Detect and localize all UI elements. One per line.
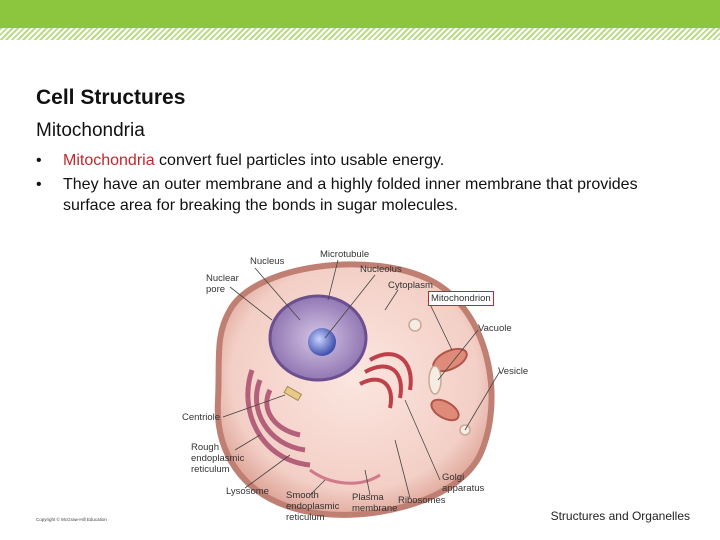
bullet-highlight-term: Mitochondria xyxy=(63,152,155,169)
rough-er-shape xyxy=(245,369,311,468)
label-smooth-er-line3: reticulum xyxy=(286,512,325,523)
bullet-text: convert fuel particles into usable energ… xyxy=(154,152,445,169)
label-nucleus: Nucleus xyxy=(250,256,285,267)
label-nucleolus: Nucleolus xyxy=(360,264,402,275)
copyright-notice: Copyright © McGraw-Hill Education xyxy=(36,517,107,522)
leader-lines xyxy=(222,259,501,499)
label-nuclear-pore-line1: Nuclear xyxy=(206,273,239,284)
smooth-er-shape xyxy=(309,468,381,485)
label-smooth-er-line2: endoplasmic xyxy=(286,501,340,512)
label-plasma-membrane-line2: membrane xyxy=(352,503,398,514)
label-mitochondrion: Mitochondrion xyxy=(428,291,494,306)
label-ribosomes: Ribosomes xyxy=(398,495,446,506)
label-centriole: Centriole xyxy=(182,412,221,423)
label-golgi-line2: apparatus xyxy=(442,483,485,494)
label-vacuole: Vacuole xyxy=(478,323,512,334)
label-rough-er-line1: Rough xyxy=(191,442,219,453)
bullet-text: They have an outer membrane and a highly… xyxy=(63,176,638,214)
centriole-shape xyxy=(283,385,303,402)
bullet-item: • Mitochondria convert fuel particles in… xyxy=(36,150,676,171)
label-rough-er-line3: reticulum xyxy=(191,464,230,475)
label-plasma-membrane-line1: Plasma xyxy=(352,492,384,503)
bullet-list: • Mitochondria convert fuel particles in… xyxy=(36,150,676,219)
label-cytoplasm: Cytoplasm xyxy=(388,280,433,291)
bullet-item: • They have an outer membrane and a high… xyxy=(36,174,676,216)
label-nuclear-pore-line2: pore xyxy=(206,284,226,295)
label-vesicle: Vesicle xyxy=(498,366,529,377)
label-lysosome: Lysosome xyxy=(226,486,269,497)
bullet-marker: • xyxy=(36,176,42,193)
cell-illustration xyxy=(214,259,501,518)
animal-cell-diagram: Nucleus Microtubule Nucleolus Nuclear po… xyxy=(160,240,530,530)
bullet-marker: • xyxy=(36,152,42,169)
label-microtubule: Microtubule xyxy=(320,249,370,260)
label-golgi-line1: Golgi xyxy=(442,472,465,483)
nucleus-shape xyxy=(268,294,368,382)
golgi-shape xyxy=(359,352,413,409)
slide-title: Cell Structures xyxy=(36,86,186,109)
header-stripe-band xyxy=(0,28,720,40)
slide-subtitle: Mitochondria xyxy=(36,120,145,141)
footer-section-title: Structures and Organelles xyxy=(550,509,690,523)
label-rough-er-line2: endoplasmic xyxy=(191,453,245,464)
header-accent-bar xyxy=(0,0,720,28)
label-smooth-er-line1: Smooth xyxy=(286,490,319,501)
